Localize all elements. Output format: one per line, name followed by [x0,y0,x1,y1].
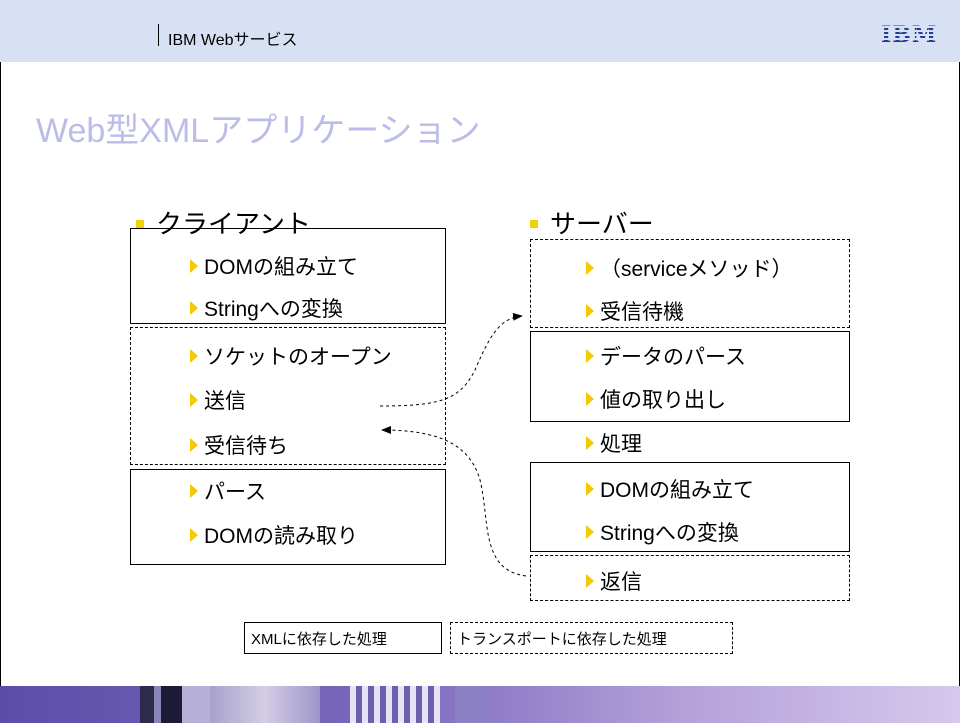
server-heading-label: サーバー [550,209,654,239]
client-box-transport [130,327,446,465]
client-heading-label: クライアント [156,209,311,239]
legend-xml: XMLに依存した処理 [244,622,442,654]
header-company: IBM Webサービス [168,32,298,49]
server-heading: サーバー [530,204,654,241]
server-box-transport-1 [530,239,850,328]
server-item-to-string: Stringへの変換 [586,517,739,547]
arrow-bullet-icon [190,349,198,363]
slide-title: Web型XMLアプリケーション [36,112,481,150]
footer-photo-3 [350,686,440,723]
arrow-bullet-icon [586,574,594,588]
arrow-bullet-icon [586,304,594,318]
client-item-to-string: Stringへの変換 [190,293,343,323]
client-item-wait-receive: 受信待ち [190,430,288,460]
legend-transport: トランスポートに依存した処理 [450,622,733,654]
bullet-square-icon [136,219,144,228]
server-item-dom-build: DOMの組み立て [586,474,754,504]
reply-arrow [381,426,527,577]
arrow-bullet-icon [586,525,594,539]
client-box-xml-2 [130,469,446,565]
legend-xml-label: XMLに依存した処理 [251,630,387,648]
header-divider [158,24,159,46]
arrow-bullet-icon [190,528,198,542]
server-item-extract-values: 値の取り出し [586,384,726,414]
server-box-xml-1 [530,331,850,422]
client-box-xml-1 [130,228,446,324]
footer-band [0,686,960,723]
client-item-dom-build: DOMの組み立て [190,251,358,281]
arrow-bullet-icon [586,482,594,496]
client-item-parse: パース [190,476,266,506]
server-box-xml-2 [530,462,850,552]
footer-photo-2 [210,686,320,723]
client-item-socket-open: ソケットのオープン [190,341,392,371]
arrow-bullet-icon [586,436,594,450]
legend-transport-label: トランスポートに依存した処理 [457,630,667,648]
arrow-bullet-icon [586,261,594,275]
arrow-bullet-icon [190,259,198,273]
client-item-dom-read: DOMの読み取り [190,520,358,550]
server-item-data-parse: データのパース [586,341,746,371]
footer-photo-1 [140,686,210,723]
server-item-service-method: （serviceメソッド） [586,253,793,283]
server-item-process: 処理 [586,428,642,458]
send-arrow [379,312,523,407]
server-item-reply: 返信 [586,566,642,596]
arrow-bullet-icon [190,438,198,452]
arrow-bullet-icon [190,301,198,315]
arrow-bullet-icon [190,393,198,407]
arrow-bullet-icon [586,349,594,363]
client-item-send: 送信 [190,385,246,415]
server-item-wait-receive: 受信待機 [586,296,684,326]
arrow-bullet-icon [190,484,198,498]
server-box-transport-2 [530,555,850,601]
footer-photo-4 [455,686,485,723]
client-heading: クライアント [136,204,311,241]
header-bar: IBM Webサービス IBM [0,0,960,62]
arrow-bullet-icon [586,392,594,406]
bullet-square-icon [530,219,538,228]
